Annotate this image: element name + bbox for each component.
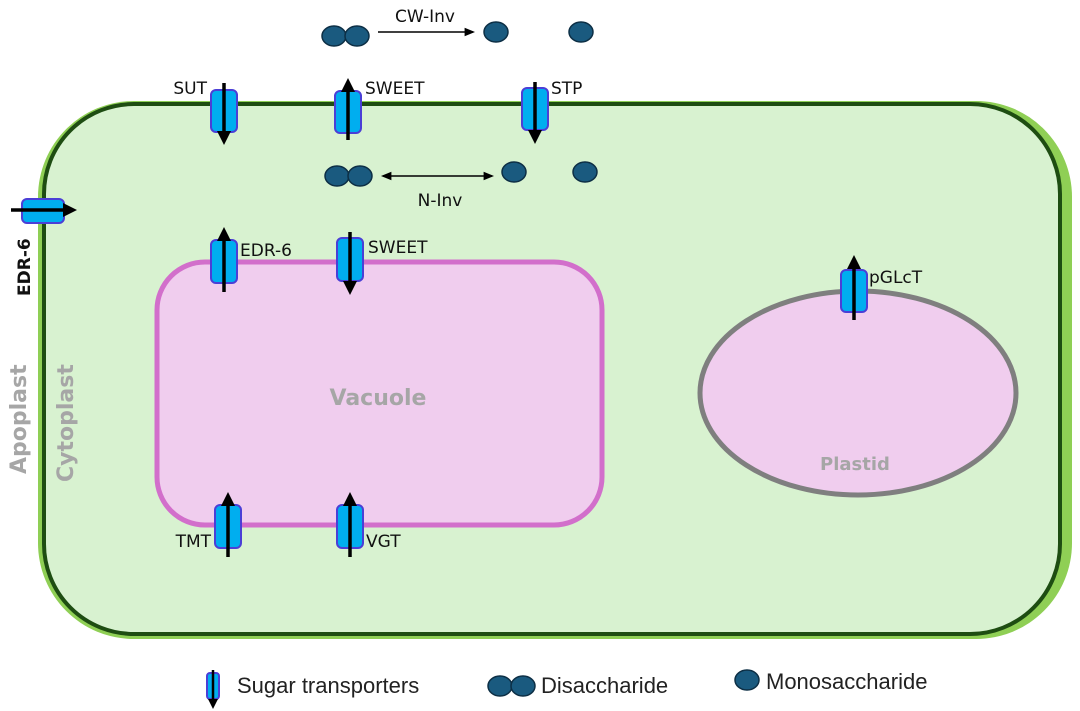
cytoplasm-monosaccharide [501, 161, 527, 183]
transporter-sweet-pm: SWEET [334, 78, 425, 140]
svg-text:pGLcT: pGLcT [869, 268, 923, 288]
transporter-vgt: VGT [336, 492, 401, 557]
legend-disaccharide-icon [487, 675, 536, 697]
svg-text:VGT: VGT [366, 532, 401, 552]
transporter-sut: SUT [173, 79, 238, 145]
apoplast-monosaccharide [483, 21, 509, 43]
svg-text:SWEET: SWEET [368, 238, 428, 258]
svg-text:SWEET: SWEET [365, 79, 425, 99]
cw-inv-label: CW-Inv [395, 7, 455, 27]
cytoplasm-disaccharide [324, 165, 373, 187]
svg-text:STP: STP [551, 79, 582, 99]
transporter-pglct: pGLcT [840, 255, 923, 320]
vacuole [154, 259, 605, 528]
legend-monosaccharide-label: Monosaccharide [766, 669, 927, 694]
svg-text:EDR-6: EDR-6 [240, 241, 292, 261]
apoplast-disaccharide [321, 25, 370, 47]
cytoplasm-monosaccharide [572, 161, 598, 183]
transporter-edr6-tonoplast: EDR-6 [210, 227, 292, 292]
transporter-stp: STP [521, 79, 582, 144]
transporter-sweet-tonoplast: SWEET [336, 232, 428, 295]
legend-disaccharide-label: Disaccharide [541, 673, 668, 698]
legend-transporter-label: Sugar transporters [237, 673, 419, 698]
transporter-edr6-pm: EDR-6 [11, 198, 77, 296]
transporter-tmt: TMT [175, 492, 242, 557]
n-inv-label: N-Inv [418, 191, 463, 211]
svg-text:EDR-6: EDR-6 [15, 238, 35, 296]
apoplast-label: Apoplast [7, 364, 32, 474]
wall-gap [798, 639, 832, 643]
apoplast-monosaccharide [568, 21, 594, 43]
legend-transporter-icon [206, 670, 220, 709]
legend-monosaccharide-icon [734, 669, 760, 691]
plastid-label: Plastid [820, 454, 890, 475]
cytoplast-label: Cytoplast [54, 364, 79, 482]
vacuole-label: Vacuole [330, 386, 427, 411]
svg-text:TMT: TMT [175, 532, 212, 552]
legend: Sugar transporters Disaccharide Monosacc… [206, 669, 927, 709]
svg-text:SUT: SUT [173, 79, 207, 99]
